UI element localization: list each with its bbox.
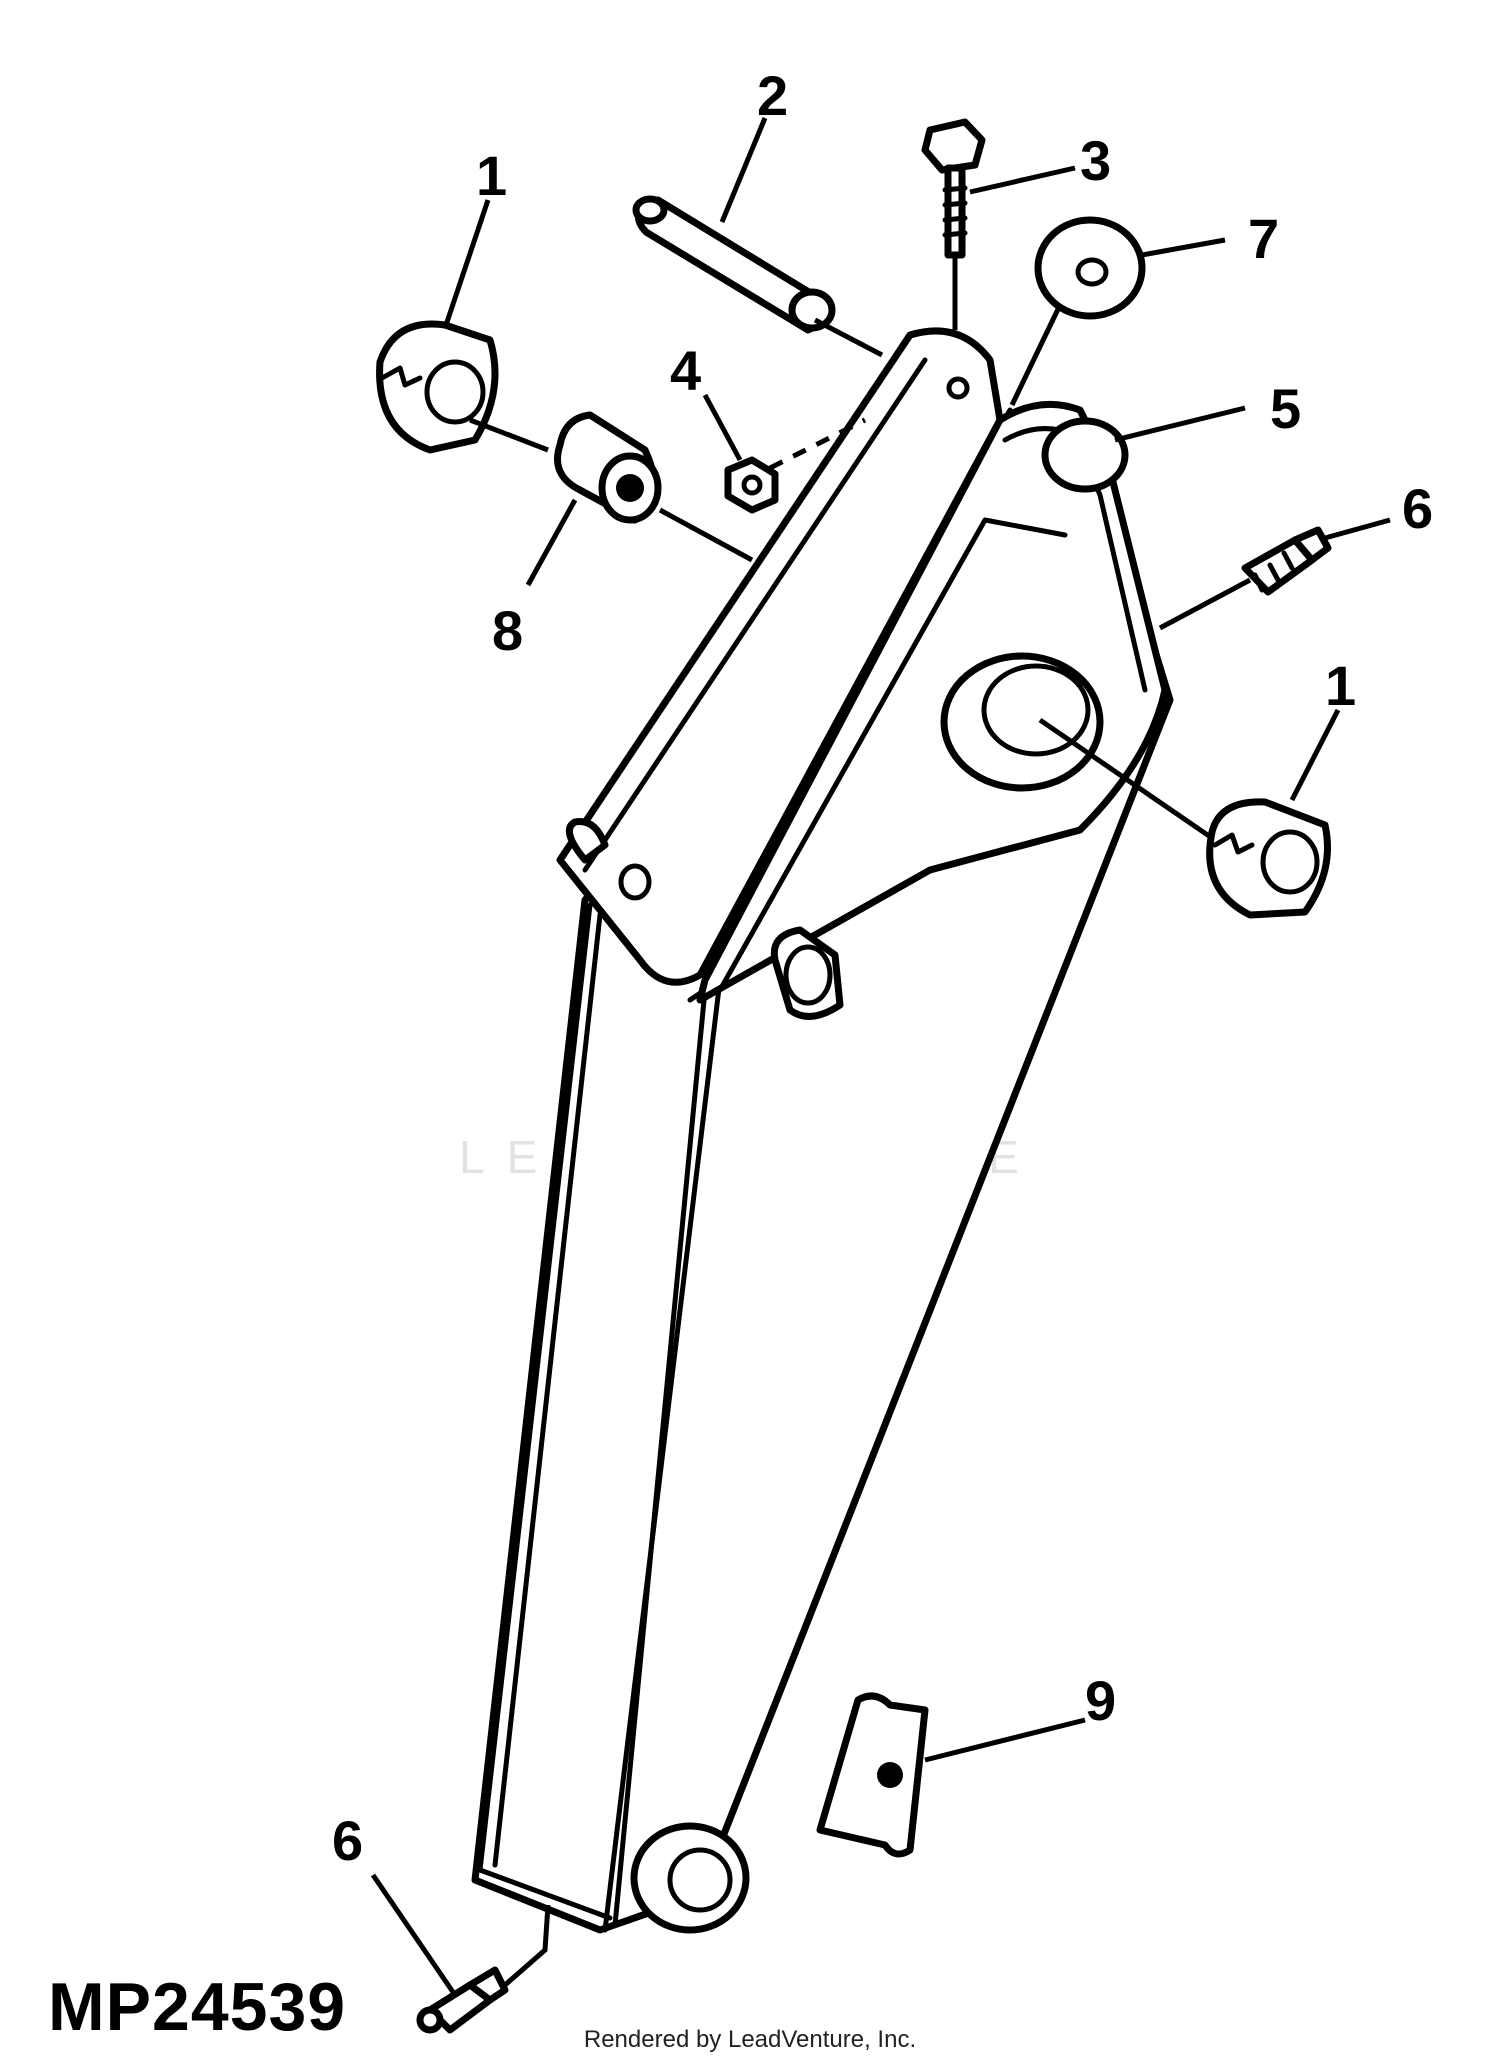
part-9-clip (816, 1692, 929, 1858)
left-stub-boss (565, 818, 609, 864)
arm-inner-edge (477, 902, 613, 1921)
leader-9 (924, 1717, 1086, 1763)
part-6-grease-fitting-right (1241, 526, 1332, 596)
top-right-boss (1041, 417, 1129, 493)
callout-1-right: 1 (1325, 654, 1356, 717)
callout-1-top: 1 (476, 144, 507, 207)
callout-3: 3 (1080, 129, 1111, 192)
leader-3 (969, 165, 1076, 195)
arm-assembly (471, 327, 1174, 1934)
callout-2: 2 (757, 64, 788, 127)
leader-7 (1141, 237, 1226, 258)
part-1-collar-right (1206, 798, 1331, 919)
leader-4 (702, 393, 743, 462)
part-3-bolt (921, 118, 986, 259)
leader-1-right-axis (1038, 717, 1214, 841)
leader-2-axis (813, 317, 884, 358)
upper-link-edge (582, 357, 928, 873)
callout-5: 5 (1270, 377, 1301, 440)
callout-7: 7 (1248, 207, 1279, 270)
arm-large-bushing-bore (981, 663, 1091, 757)
arm-large-bushing (940, 652, 1104, 792)
leader-8-axis (658, 507, 754, 563)
leader-6-bottom-axis (503, 1904, 551, 1987)
footer-credit: Rendered by LeadVenture, Inc. (583, 2026, 917, 2053)
callout-6-right: 6 (1402, 477, 1433, 540)
pivot-hole (618, 863, 652, 901)
leader-1-top-axis (469, 417, 549, 453)
callout-6-bottom: 6 (332, 1809, 363, 1872)
leader-7-axis (1009, 303, 1063, 407)
part-1-collar-top (376, 320, 499, 454)
arm-inner-edge-2 (492, 912, 603, 1868)
part-6-grease-fitting-bottom (416, 1966, 509, 2034)
leader-5 (1114, 405, 1246, 443)
diagram-id: MP24539 (48, 1969, 347, 2045)
right-side-plate (696, 400, 1169, 1004)
leader-1-top (442, 199, 491, 329)
leader-4-dashed (768, 417, 867, 471)
part-7-washer (1034, 216, 1146, 320)
bottom-bushing-bore (667, 1847, 733, 1913)
part-2-pin (632, 195, 836, 334)
callout-numbers: 1 2 3 7 4 5 6 1 8 9 6 (332, 64, 1433, 1872)
callout-8: 8 (492, 599, 523, 662)
upper-link-plate (556, 327, 1004, 986)
right-plate-edge-2 (717, 517, 1068, 993)
leader-8 (525, 498, 578, 587)
arm-center-edge-2 (612, 987, 708, 1928)
leader-1-right (1289, 708, 1341, 802)
part-4-nut (724, 456, 779, 514)
leader-2 (719, 117, 768, 223)
leader-6-right-axis (1158, 577, 1252, 631)
leader-6-right (1324, 517, 1391, 541)
leader-6-bottom (370, 1873, 458, 1997)
callout-4: 4 (670, 339, 701, 402)
callout-9: 9 (1085, 1669, 1116, 1732)
leader-lines (370, 117, 1391, 1997)
part-8-bushing (554, 411, 662, 524)
middle-spacer-bore (783, 944, 833, 1006)
upper-link-hole (946, 376, 970, 400)
